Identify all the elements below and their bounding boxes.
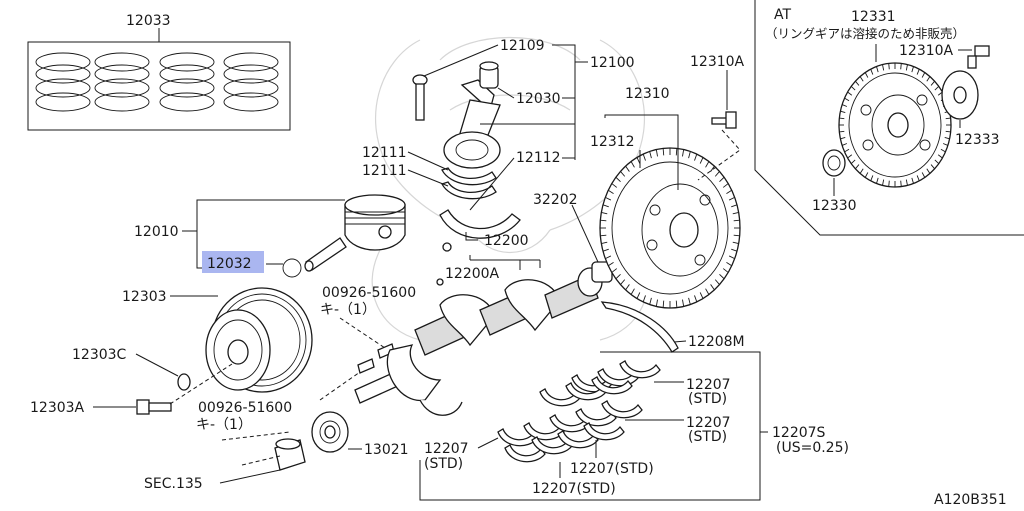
label-12111-b: 12111 [362,163,407,179]
label-12333: 12333 [955,132,1000,148]
piston[interactable] [344,194,406,251]
spacer-ring[interactable] [822,149,846,177]
label-us025: (US=0.25) [776,440,849,456]
pulley-washer[interactable] [177,373,191,391]
con-rod-bushing[interactable] [479,61,499,89]
pulley-bolt[interactable] [136,399,172,415]
label-12331: 12331 [851,9,896,25]
label-12330: 12330 [812,198,857,214]
label-12310a-top: 12310A [690,54,745,70]
label-12303c: 12303C [72,347,127,363]
piston-pin[interactable] [304,237,347,272]
diagram-code: A120B351 [934,492,1007,508]
piston-ring-set[interactable] [27,41,291,131]
label-std-2: (STD) [688,429,727,445]
reinforcement-plate[interactable] [941,70,979,120]
crankshaft-pulley[interactable] [205,287,313,393]
crank-pilot-bearing-sleeve[interactable] [274,438,306,471]
label-12111-a: 12111 [362,145,407,161]
label-12207-std-3: 12207 [424,441,469,457]
label-00926-51600-a: 00926-51600 [322,285,416,301]
label-sec135: SEC.135 [144,476,203,492]
label-12100: 12100 [590,55,635,71]
label-12033: 12033 [126,13,171,29]
label-12207-std-1: 12207 [686,377,731,393]
label-12208m: 12208M [688,334,745,350]
con-rod-bearing-upper[interactable] [441,167,497,186]
woodruff-key-b[interactable] [357,358,375,374]
drive-plate[interactable] [838,62,952,188]
crankshaft[interactable] [354,267,603,416]
label-12200: 12200 [484,233,529,249]
label-00926-51600-b: 00926-51600 [198,400,292,416]
label-12310a-at: 12310A [899,43,954,59]
label-12109: 12109 [500,38,545,54]
label-std-1: (STD) [688,391,727,407]
label-12010: 12010 [134,224,179,240]
label-13021: 13021 [364,442,409,458]
label-12030: 12030 [516,91,561,107]
drive-plate-bolt[interactable] [967,45,990,69]
flywheel-bolt-top[interactable] [711,111,737,129]
label-12200a: 12200A [445,266,500,282]
label-12312: 12312 [590,134,635,150]
label-12032[interactable]: 12032 [207,256,252,272]
label-std-3: (STD) [424,456,463,472]
label-key-1-b: キ-（1） [196,417,252,433]
snap-ring[interactable] [282,258,302,278]
label-12207-std-2: 12207 [686,415,731,431]
label-12303a: 12303A [30,400,85,416]
label-ringgear-note: （リングギアは溶接のため非販売） [765,26,965,41]
label-12207s: 12207S [772,425,826,441]
label-12207-std-5: 12207(STD) [532,481,616,497]
main-bearings-upper[interactable] [539,360,661,407]
highlight-12032 [202,251,264,273]
con-rod-cap[interactable] [439,209,521,252]
flywheel[interactable] [599,147,741,309]
con-rod-bearing-lower[interactable] [441,181,497,200]
label-key-1-a: キ-（1） [320,302,376,318]
con-rod-bolt[interactable] [412,74,428,121]
label-12310: 12310 [625,86,670,102]
label-at: AT [774,7,791,23]
label-12112: 12112 [516,150,561,166]
connecting-rod[interactable] [443,79,501,169]
label-12303: 12303 [122,289,167,305]
crank-sprocket[interactable] [311,411,349,453]
label-32202: 32202 [533,192,578,208]
main-bearings-lower[interactable] [497,400,643,463]
thrust-washer[interactable] [600,301,679,353]
label-12207-std-4: 12207(STD) [570,461,654,477]
